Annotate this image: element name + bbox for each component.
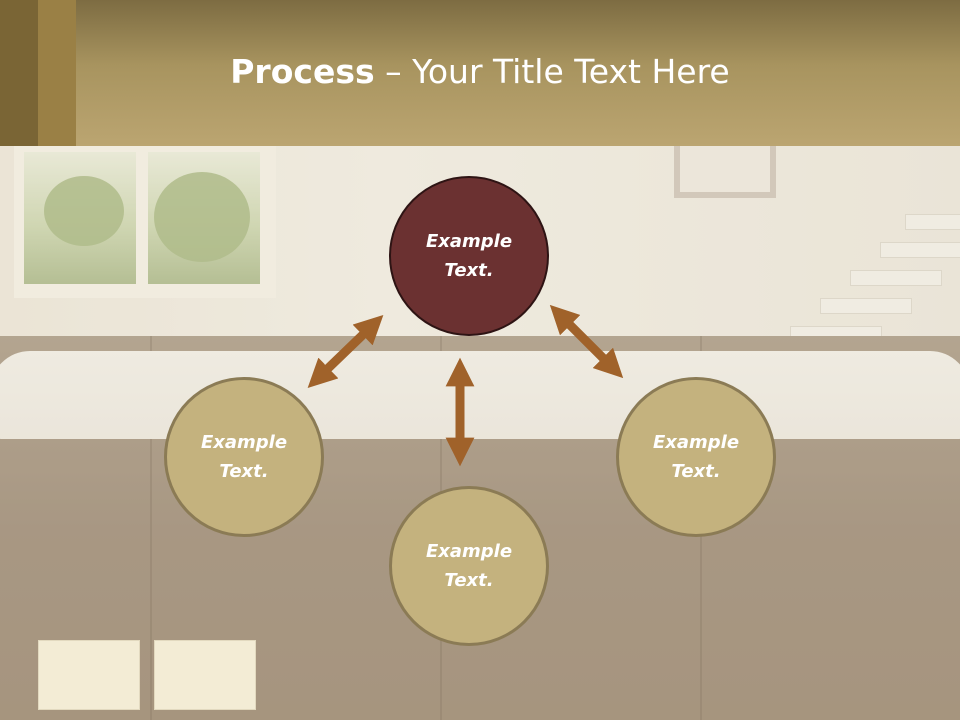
left-node-line2: Text. [219, 461, 269, 482]
center-node-line1: Example [425, 231, 513, 252]
bottom-node-line2: Text. [444, 570, 494, 591]
right-node[interactable]: Example Text. [616, 377, 776, 537]
slide-title[interactable]: Process – Your Title Text Here [76, 52, 884, 91]
staircase-step [905, 214, 960, 230]
center-node[interactable]: Example Text. [389, 176, 549, 336]
left-node[interactable]: Example Text. [164, 377, 324, 537]
accent-block [38, 0, 76, 146]
right-node-line2: Text. [671, 461, 721, 482]
accent-block [0, 0, 38, 146]
center-node-label: Example Text. [426, 227, 512, 285]
double-arrow-icon [307, 315, 384, 388]
bottom-node-label: Example Text. [426, 537, 512, 595]
right-node-line1: Example [652, 432, 740, 453]
staircase-step [820, 298, 912, 314]
title-bar: Process – Your Title Text Here [0, 0, 960, 146]
staircase-step [850, 270, 942, 286]
shag-rug [0, 351, 960, 439]
window [14, 146, 276, 298]
left-node-label: Example Text. [201, 428, 287, 486]
floor-tile [38, 640, 140, 710]
window-pane [24, 152, 136, 284]
double-arrow-icon [549, 304, 624, 379]
title-bold: Process [230, 52, 375, 91]
title-rest: – Your Title Text Here [374, 52, 730, 91]
left-node-line1: Example [200, 432, 288, 453]
picture-frame [674, 146, 776, 198]
bottom-node[interactable]: Example Text. [389, 486, 549, 646]
bottom-node-line1: Example [425, 541, 513, 562]
center-node-line2: Text. [444, 260, 494, 281]
floor-plank-line [150, 336, 152, 720]
floor-tile [154, 640, 256, 710]
right-node-label: Example Text. [653, 428, 739, 486]
staircase-step [880, 242, 960, 258]
window-pane [148, 152, 260, 284]
